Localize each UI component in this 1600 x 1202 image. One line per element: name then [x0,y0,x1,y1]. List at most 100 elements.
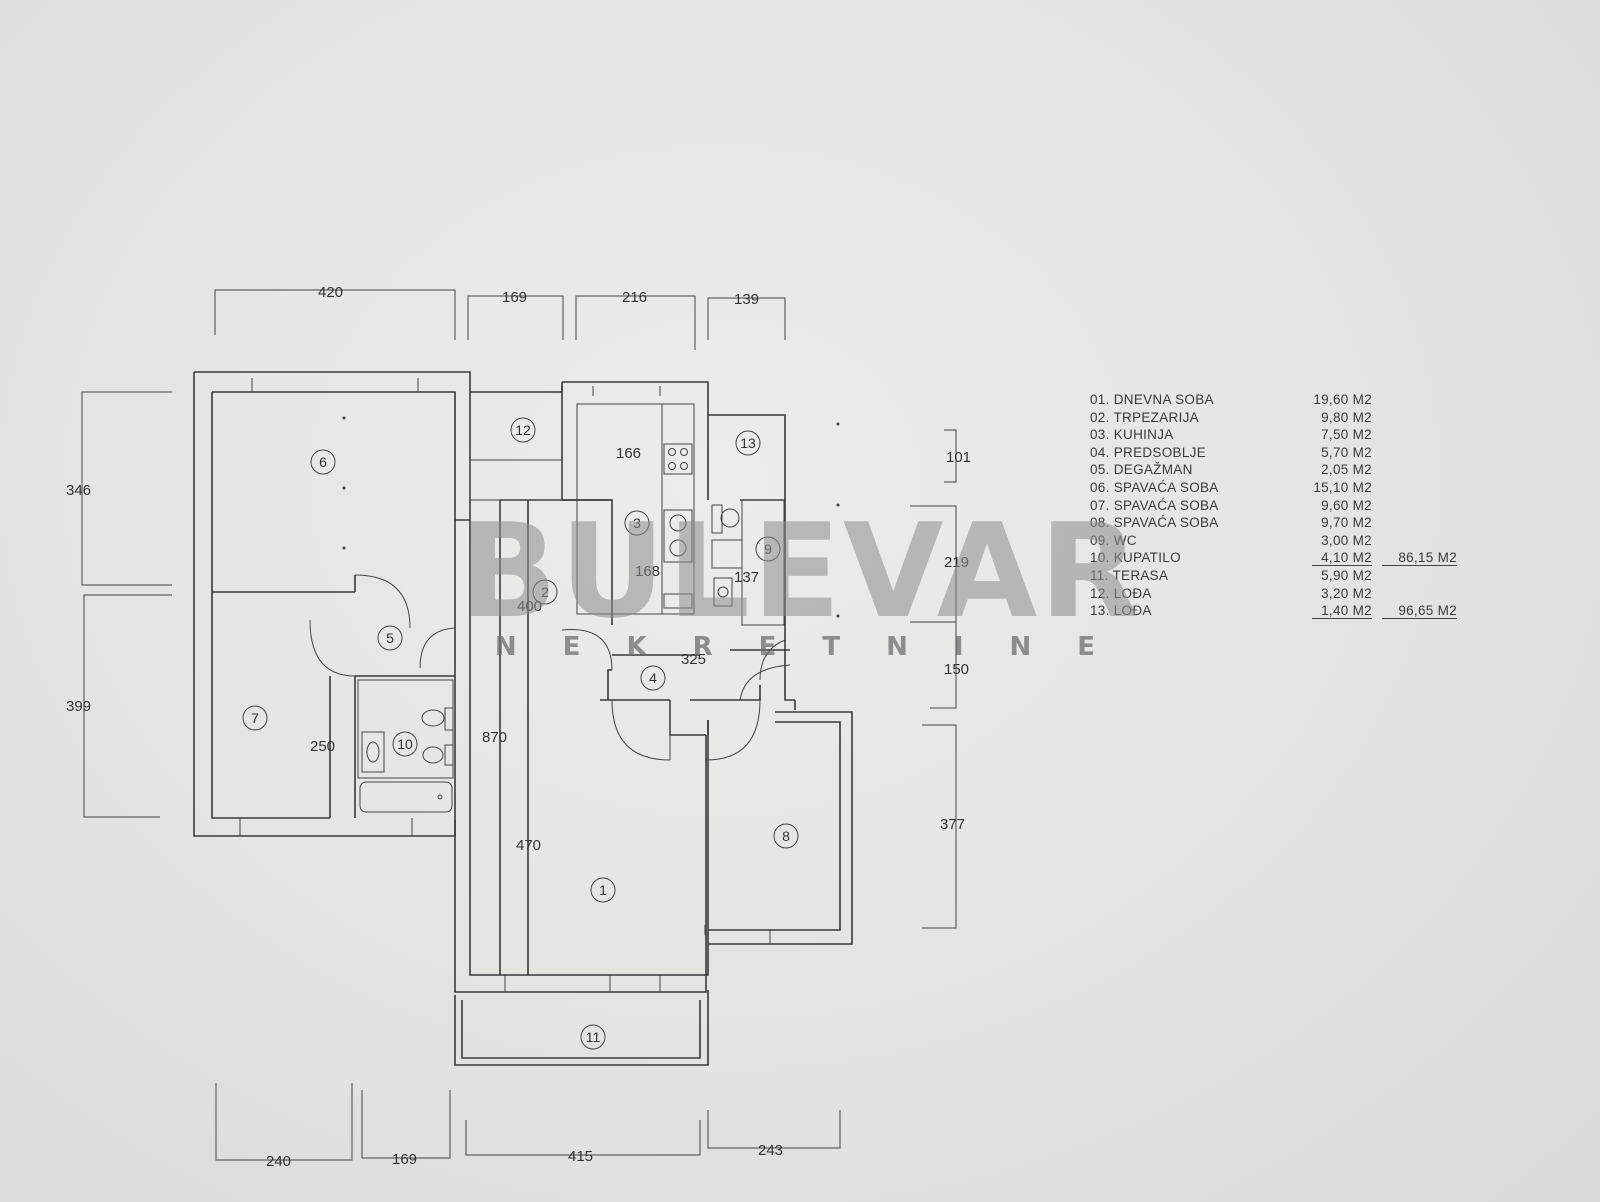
right-dim-4: 377 [940,816,965,833]
legend-room-area: 5,70 M2 [1321,444,1372,460]
legend-row: 09. WC 3,00 M2 [1090,533,1470,551]
legend-room-area: 7,50 M2 [1321,427,1372,443]
legend-row: 13. LOĐA 1,40 M2 96,65 M2 [1090,603,1470,621]
right-dim-2: 219 [944,554,969,571]
left-dimensions: 346 399 [66,391,172,818]
room-12-marker: 12 [510,417,536,443]
legend-room-area: 5,90 M2 [1321,567,1372,583]
legend-room-name: 05. DEGAŽMAN [1090,462,1193,478]
walls [193,371,853,1066]
room-area-legend: 01. DNEVNA SOBA 19,60 M2 02. TRPEZARIJA 9,8… [1090,392,1470,621]
legend-room-area: 9,60 M2 [1321,497,1372,513]
legend-row: 02. TRPEZARIJA 9,80 M2 [1090,410,1470,428]
svg-text:11: 11 [586,1029,601,1045]
fixtures [342,416,840,813]
right-dim-3: 150 [944,661,969,678]
interior-dimensions: 166 168 137 400 325 870 250 470 [310,445,759,854]
legend-room-name: 01. DNEVNA SOBA [1090,392,1214,407]
right-dim-1: 101 [946,449,971,466]
legend-row: 03. KUHINJA 7,50 M2 [1090,427,1470,445]
legend-room-name: 06. SPAVAĆA SOBA [1090,479,1219,495]
top-dimensions: 420 169 216 139 [214,284,786,350]
top-dim-1: 420 [318,284,343,301]
svg-text:9: 9 [764,541,772,557]
legend-room-name: 04. PREDSOBLJE [1090,444,1206,460]
svg-text:13: 13 [740,435,756,451]
legend-room-name: 13. LOĐA [1090,603,1152,619]
svg-text:5: 5 [386,630,394,646]
left-dim-2: 399 [66,698,91,715]
svg-text:4: 4 [649,670,657,686]
legend-row: 10. KUPATILO 4,10 M2 86,15 M2 [1090,550,1470,568]
legend-room-name: 08. SPAVAĆA SOBA [1090,515,1219,531]
legend-row: 11. TERASA 5,90 M2 [1090,568,1470,586]
svg-text:1: 1 [599,882,607,898]
room-numbers: 1 2 3 4 5 6 7 8 9 10 11 12 13 [242,417,799,1050]
bottom-dimensions: 240 169 415 243 [215,1083,841,1170]
svg-text:3: 3 [633,515,641,531]
svg-text:8: 8 [782,828,790,844]
legend-room-area: 9,80 M2 [1321,409,1372,425]
legend-row: 08. SPAVAĆA SOBA 9,70 M2 [1090,515,1470,533]
room-6-marker: 6 [310,449,336,475]
legend-room-name: 09. WC [1090,532,1137,548]
interior-dim-166: 166 [616,445,641,462]
legend-room-area: 4,10 M2 [1312,550,1372,567]
legend-subtotal: 86,15 M2 [1382,550,1457,567]
room-7-marker: 7 [242,705,268,731]
interior-dim-168: 168 [635,563,660,580]
legend-room-name: 02. TRPEZARIJA [1090,409,1199,425]
bottom-dim-2: 169 [392,1151,417,1168]
room-2-marker: 2 [532,579,558,605]
legend-row: 06. SPAVAĆA SOBA 15,10 M2 [1090,480,1470,498]
legend-subtotal: 96,65 M2 [1382,603,1457,620]
svg-text:7: 7 [251,710,259,726]
legend-room-area: 1,40 M2 [1312,603,1372,620]
legend-room-name: 10. KUPATILO [1090,550,1181,566]
legend-room-name: 12. LOĐA [1090,585,1152,601]
svg-text:12: 12 [515,422,531,438]
legend-room-area: 15,10 M2 [1313,479,1372,495]
interior-dim-325: 325 [681,651,706,668]
doors [309,574,791,761]
room-11-marker: 11 [580,1024,606,1050]
legend-room-name: 11. TERASA [1090,567,1169,583]
interior-dim-137: 137 [734,569,759,586]
legend-room-area: 2,05 M2 [1321,462,1372,478]
room-1-marker: 1 [590,877,616,903]
legend-row: 12. LOĐA 3,20 M2 [1090,586,1470,604]
interior-dim-400: 400 [517,598,542,615]
legend-room-area: 3,00 M2 [1321,532,1372,548]
svg-text:10: 10 [397,736,413,752]
legend-room-name: 03. KUHINJA [1090,427,1174,443]
top-dim-3: 216 [622,289,647,306]
interior-dim-470: 470 [516,837,541,854]
room-8-marker: 8 [773,823,799,849]
svg-text:2: 2 [541,584,549,600]
legend-room-area: 9,70 M2 [1321,515,1372,531]
legend-room-area: 3,20 M2 [1321,585,1372,601]
room-4-marker: 4 [640,665,666,691]
bottom-dim-4: 243 [758,1142,783,1159]
top-dim-2: 169 [502,289,527,306]
room-5-marker: 5 [377,625,403,651]
room-13-marker: 13 [735,430,761,456]
interior-dim-250: 250 [310,738,335,755]
interior-dim-870: 870 [482,729,507,746]
room-9-marker: 9 [755,536,781,562]
left-dim-1: 346 [66,482,91,499]
tiled-areas [357,403,785,779]
legend-row: 04. PREDSOBLJE 5,70 M2 [1090,445,1470,463]
legend-room-area: 19,60 M2 [1313,392,1372,407]
room-3-marker: 3 [624,510,650,536]
right-dimensions: 101 219 150 377 [910,429,971,929]
legend-row: 05. DEGAŽMAN 2,05 M2 [1090,462,1470,480]
svg-text:6: 6 [319,454,327,470]
legend-row: 01. DNEVNA SOBA 19,60 M2 [1090,392,1470,410]
bottom-dim-3: 415 [568,1148,593,1165]
room-10-marker: 10 [392,731,418,757]
bottom-dim-1: 240 [266,1153,291,1170]
